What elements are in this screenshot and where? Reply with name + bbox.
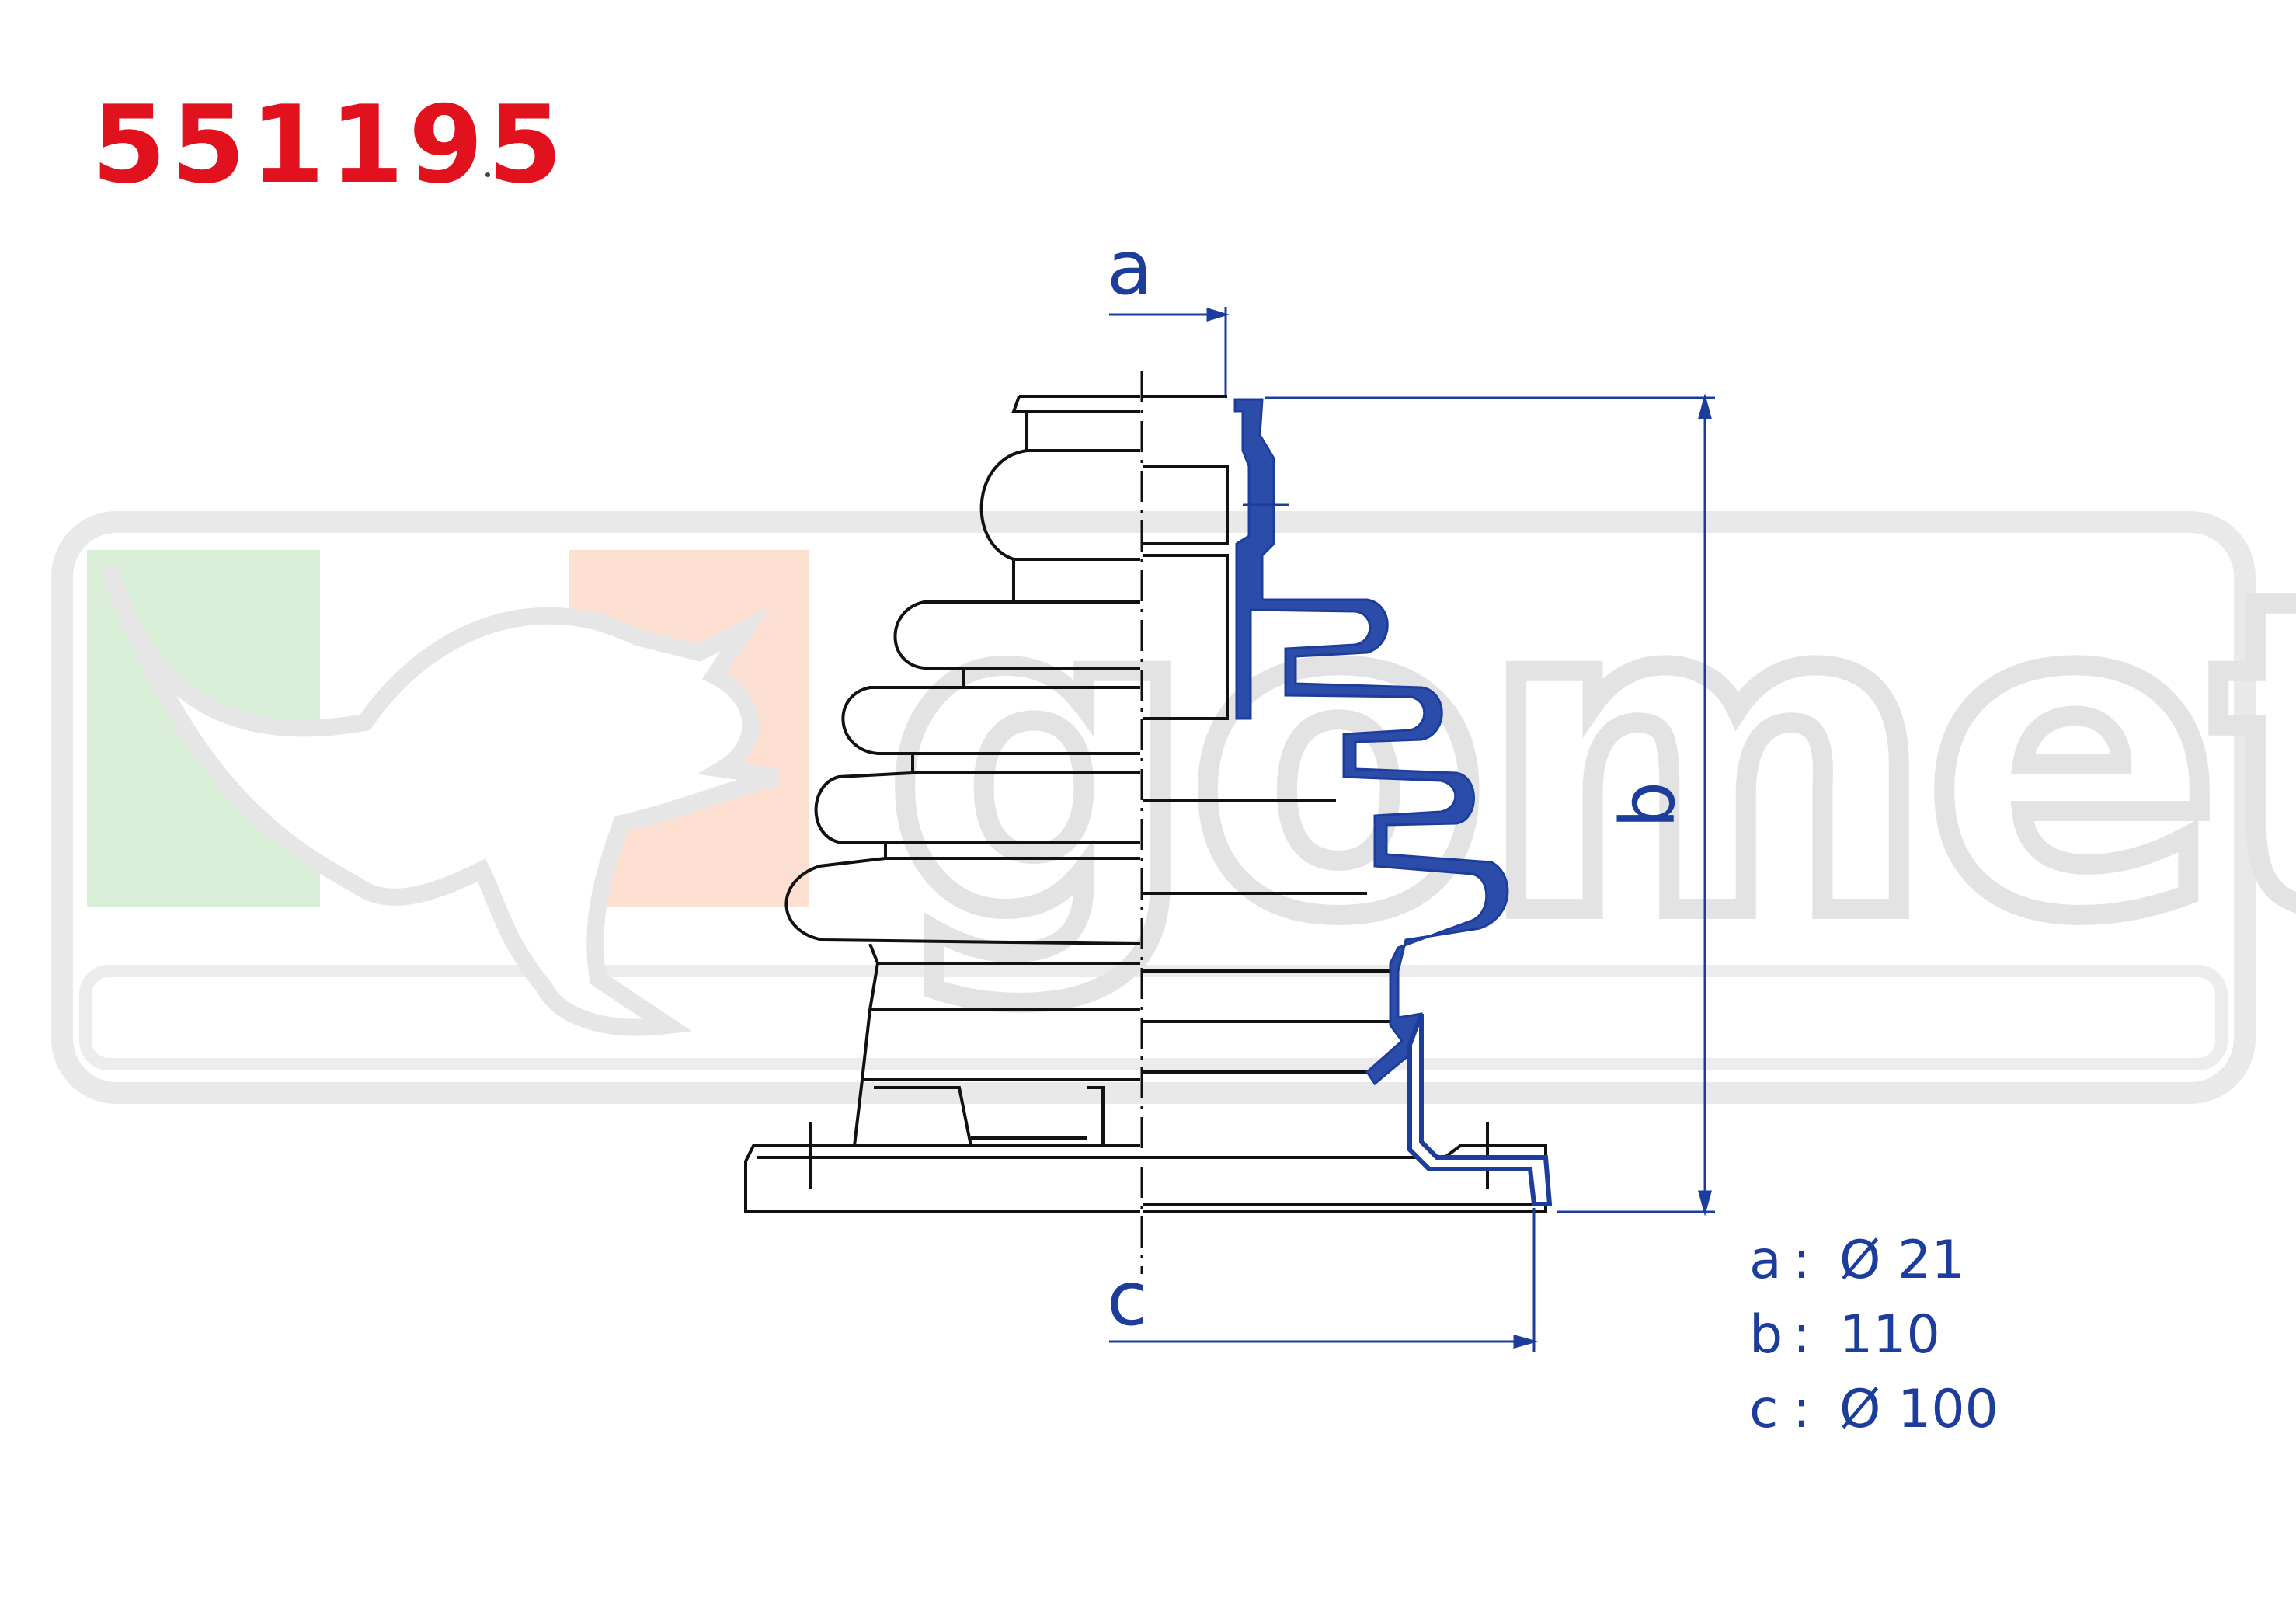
- dim-b-arrow-top: [1698, 393, 1712, 419]
- spec-value: Ø 100: [1839, 1379, 1999, 1440]
- dimension-lines: [1109, 307, 1715, 1352]
- spec-row-a: a: Ø 21: [1749, 1223, 1999, 1298]
- spec-separator: :: [1793, 1230, 1811, 1291]
- spec-row-b: b:110: [1749, 1298, 1999, 1373]
- spec-list: a: Ø 21 b:110 c: Ø 100: [1749, 1223, 1999, 1447]
- spec-value: Ø 21: [1839, 1230, 1965, 1291]
- dim-b-label: b: [1605, 781, 1692, 829]
- dim-c-arrow: [1513, 1335, 1539, 1349]
- watermark-frame: [51, 511, 2256, 1104]
- profile-collar: [1407, 1012, 1553, 1206]
- spec-separator: :: [1793, 1304, 1811, 1366]
- dim-a-arrow: [1206, 307, 1230, 322]
- boot-wall-profile: [1233, 398, 1553, 1206]
- spec-value: 110: [1839, 1304, 1940, 1366]
- spec-key: c: [1749, 1379, 1779, 1440]
- watermark-logo: gomet: [51, 496, 2296, 1104]
- section-outline: [1143, 395, 1547, 1213]
- dim-a-label: a: [1107, 224, 1153, 312]
- spec-key: a: [1749, 1230, 1782, 1291]
- watermark-brand: gomet: [885, 506, 2296, 1012]
- part-number: 551195: [92, 82, 568, 207]
- dim-b-arrow-bottom: [1698, 1190, 1712, 1216]
- kangaroo-icon: [100, 564, 780, 1036]
- boot-outline: [744, 395, 1142, 1213]
- dim-c-label: c: [1107, 1255, 1148, 1342]
- decorative-dot: [485, 172, 490, 177]
- spec-key: b: [1749, 1304, 1783, 1366]
- spec-row-c: c: Ø 100: [1749, 1373, 1999, 1447]
- profile-fill: [1233, 398, 1509, 1086]
- spec-separator: :: [1793, 1379, 1811, 1440]
